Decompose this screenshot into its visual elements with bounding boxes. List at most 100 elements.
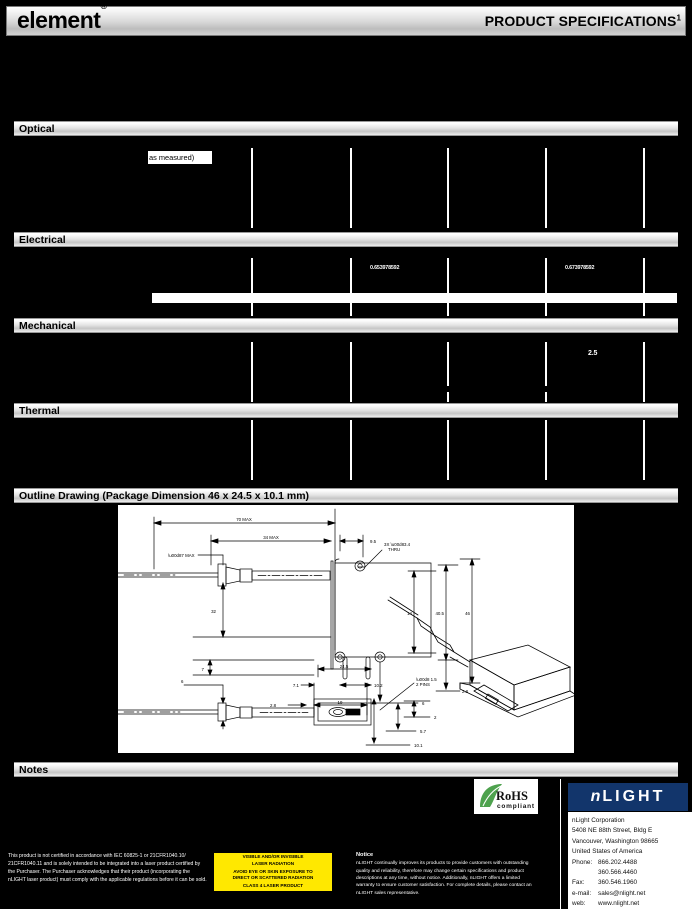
table-column-rule [643, 258, 645, 316]
table-column-rule [447, 342, 449, 386]
warning-line-4: DIRECT OR SCATTERED RADIATION [232, 875, 314, 881]
company-fax-row: Fax: 360.546.1960 [572, 878, 688, 888]
section-label-optical: Optical [19, 122, 55, 135]
phone-label-blank [572, 868, 598, 878]
dim-32: 32 [211, 609, 216, 614]
optical-note-text: as measured) [149, 153, 195, 162]
dim-70max: 70 MAX [236, 517, 252, 522]
brand-name: element [17, 6, 101, 33]
page-header: element® PRODUCT SPECIFICATIONS1 [6, 1, 686, 36]
notice-title: Notice [356, 852, 374, 858]
callout-pins-line1: \u00d8 1.5 [416, 677, 437, 682]
section-header-mechanical: Mechanical [14, 318, 678, 333]
table-column-rule [251, 342, 253, 402]
notice-block: Notice nLIGHT continually improves its p… [356, 851, 536, 897]
dim-6-top: 6 [422, 701, 425, 706]
rohs-label: RoHS [496, 789, 528, 803]
notice-body: nLIGHT continually improves its products… [356, 861, 532, 896]
company-phone-row: Phone: 866.202.4488 [572, 858, 688, 868]
dim-9-5: 9.5 [370, 539, 377, 544]
warning-line-5: CLASS 4 LASER PRODUCT [242, 883, 304, 889]
email-address[interactable]: sales@nlight.net [598, 889, 646, 897]
dim-2-8-bottom: 2.8 [270, 703, 277, 708]
fax-number: 360.546.1960 [598, 879, 638, 887]
dim-2: 2 [434, 715, 437, 720]
table-column-rule [643, 420, 645, 480]
section-label-outline-drawing: Outline Drawing (Package Dimension 46 x … [19, 489, 310, 502]
email-label: e-mail: [572, 889, 592, 897]
table-column-rule [447, 258, 449, 316]
company-phone-row-2: 360.566.4460 [572, 868, 688, 878]
section-header-electrical: Electrical [14, 232, 678, 247]
dim-7: 7 [202, 667, 205, 672]
optical-note-chip: as measured) [148, 151, 212, 164]
table-column-rule [350, 342, 352, 402]
rohs-compliant-logo: RoHS compliant [474, 779, 538, 814]
fax-label: Fax: [572, 879, 585, 887]
rohs-icon: RoHS compliant [480, 784, 535, 810]
dim-34max: 34 MAX [263, 535, 279, 540]
table-column-rule [545, 148, 547, 228]
table-column-rule [251, 420, 253, 480]
dim-dia7max: \u00d87 MAX [168, 553, 195, 558]
dim-5-7: 5.7 [420, 729, 427, 734]
section-header-notes: Notes [14, 762, 678, 777]
dim-6-side: 6 [181, 679, 184, 684]
dim-19: 19 [338, 700, 343, 705]
outline-drawing-svg: 70 MAX 34 MAX 9.5 3X \u00d83.4 THRU [118, 508, 574, 748]
section-header-optical: Optical [14, 121, 678, 136]
section-label-thermal: Thermal [19, 404, 60, 417]
table-column-rule [251, 148, 253, 228]
company-address-block: nLight Corporation 5408 NE 88th Street, … [568, 812, 692, 909]
table-column-rule [545, 420, 547, 480]
company-street: 5408 NE 88th Street, Bldg E [572, 827, 653, 835]
company-web-row: web: www.nlight.net [572, 899, 688, 909]
table-column-rule [545, 342, 547, 386]
table-column-rule [350, 148, 352, 228]
callout-holes-line1: 3X \u00d83.4 [384, 542, 411, 547]
table-column-rule [251, 258, 253, 316]
section-header-outline-drawing: Outline Drawing (Package Dimension 46 x … [14, 488, 678, 503]
table-column-rule [447, 420, 449, 480]
warning-line-3: AVOID EYE OR SKIN EXPOSURE TO [233, 868, 313, 874]
phone-number-1: 866.202.4488 [598, 858, 638, 866]
electrical-value-2: 0.673978592 [565, 265, 595, 271]
mechanical-value-1: 2.5 [588, 350, 598, 357]
laser-warning-label: VISIBLE AND/OR INVISIBLE LASER RADIATION… [213, 852, 333, 892]
dim-7-1: 7.1 [293, 683, 300, 688]
nlight-logo-text: LIGHT [602, 788, 666, 805]
rohs-sublabel: compliant [497, 803, 535, 810]
registered-mark-icon: ® [100, 0, 107, 11]
table-column-rule [545, 392, 547, 402]
callout-pins-line2: 2 PINS [416, 682, 430, 687]
page-title: PRODUCT SPECIFICATIONS1 [485, 13, 685, 29]
table-column-rule [350, 258, 352, 316]
section-label-electrical: Electrical [19, 233, 66, 246]
table-column-rule [447, 392, 449, 402]
electrical-value-1: 0.653978592 [370, 265, 400, 271]
nlight-logo-n: n [590, 788, 601, 805]
web-label: web: [572, 900, 586, 907]
web-address[interactable]: www.nlight.net [598, 900, 640, 907]
dim-40-5: 40.5 [435, 611, 444, 616]
company-city: Vancouver, Washington 98665 [572, 837, 659, 845]
table-column-rule [643, 148, 645, 228]
dim-46: 46 [465, 611, 470, 616]
certification-disclaimer: This product is not certified in accorda… [8, 853, 207, 883]
company-email-row: e-mail: sales@nlight.net [572, 889, 688, 899]
callout-holes-line2: THRU [388, 547, 400, 552]
dim-24-5: 24.5 [340, 664, 349, 669]
brand-logo: element® [7, 1, 107, 33]
dim-10-1: 10.1 [414, 743, 423, 748]
electrical-row-band [152, 293, 677, 303]
table-column-rule [545, 258, 547, 316]
warning-line-2: LASER RADIATION [251, 860, 295, 866]
table-column-rule [350, 420, 352, 480]
company-name: nLight Corporation [572, 817, 625, 824]
page-title-text: PRODUCT SPECIFICATIONS [484, 13, 677, 29]
section-label-mechanical: Mechanical [19, 319, 76, 332]
phone-label: Phone: [572, 858, 593, 866]
outline-drawing-panel: 70 MAX 34 MAX 9.5 3X \u00d83.4 THRU [118, 505, 574, 753]
page-title-footnote: 1 [676, 13, 681, 23]
warning-line-1: VISIBLE AND/OR INVISIBLE [242, 854, 304, 859]
